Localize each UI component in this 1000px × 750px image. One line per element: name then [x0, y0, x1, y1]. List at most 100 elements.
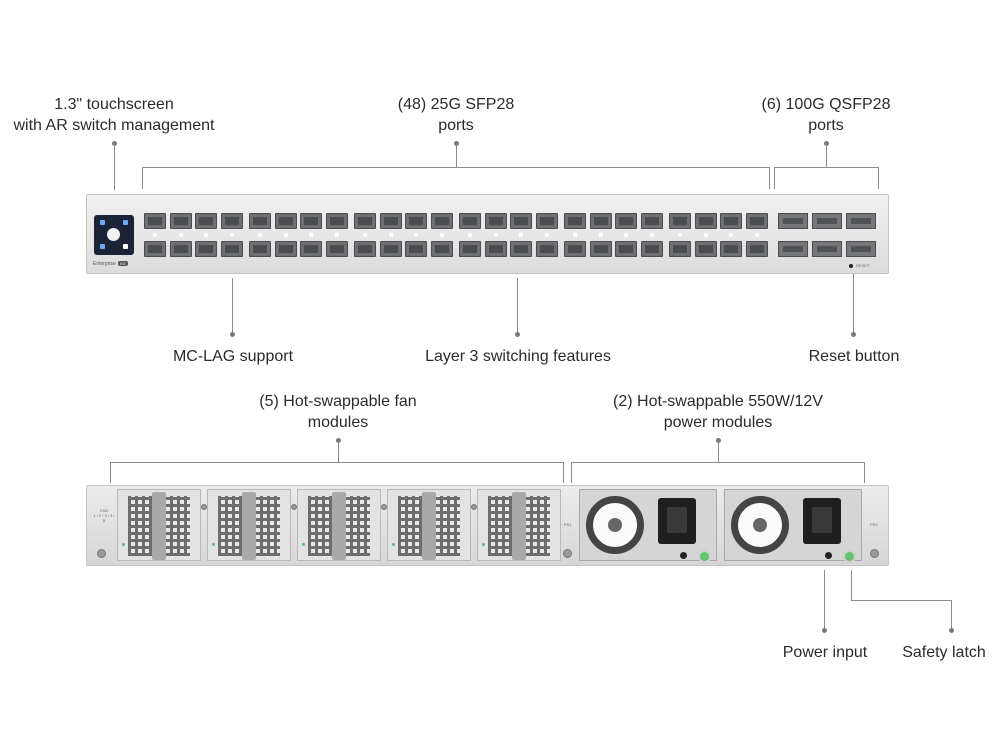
sfp28-port[interactable] [459, 241, 481, 257]
sfp28-port[interactable] [220, 213, 243, 229]
power-module-1[interactable] [579, 489, 717, 563]
qsfp28-port[interactable] [846, 213, 876, 229]
power-module-2[interactable] [724, 489, 862, 563]
sfp28-port[interactable] [195, 213, 217, 229]
sfp28-port[interactable] [459, 213, 481, 229]
sfp28-port[interactable] [589, 241, 612, 257]
sfp28-port[interactable] [274, 213, 297, 229]
sfp28-port[interactable] [379, 213, 402, 229]
sfp28-port[interactable] [379, 241, 402, 257]
sfp28-port[interactable] [694, 241, 717, 257]
sfp28-port[interactable] [615, 241, 637, 257]
port-led [414, 233, 418, 237]
leader-dot [336, 438, 341, 443]
fan-handle[interactable] [512, 492, 526, 560]
sfp28-port[interactable] [144, 241, 166, 257]
sfp28-port[interactable] [405, 213, 427, 229]
power-input-socket[interactable] [658, 498, 696, 544]
sfp28-port[interactable] [195, 241, 217, 257]
leader-line [456, 144, 457, 168]
sfp28-port[interactable] [249, 213, 271, 229]
sfp28-port[interactable] [694, 213, 717, 229]
bracket-line [110, 462, 564, 463]
port-led [258, 233, 262, 237]
port-led [544, 233, 549, 237]
port-led [283, 233, 288, 237]
sfp28-port[interactable] [615, 213, 637, 229]
sfp28-port[interactable] [510, 213, 532, 229]
fan-handle[interactable] [242, 492, 256, 560]
sfp28-port[interactable] [169, 241, 192, 257]
fan-status-led [122, 543, 125, 546]
sfp28-port[interactable] [325, 213, 348, 229]
sfp28-port[interactable] [535, 241, 558, 257]
fan-module[interactable] [297, 489, 381, 561]
sfp28-port[interactable] [564, 213, 586, 229]
touchscreen[interactable] [94, 215, 134, 255]
port-led [204, 233, 208, 237]
home-icon [100, 220, 105, 225]
sfp28-port[interactable] [640, 213, 663, 229]
sfp28-port[interactable] [220, 241, 243, 257]
sfp28-port[interactable] [669, 241, 691, 257]
sfp28-port[interactable] [745, 241, 768, 257]
sfp28-port[interactable] [720, 241, 742, 257]
fan-handle[interactable] [152, 492, 166, 560]
reset-button[interactable] [849, 264, 853, 268]
port-led [624, 233, 628, 237]
sfp28-port[interactable] [430, 213, 453, 229]
fan-handle[interactable] [332, 492, 346, 560]
sfp28-port[interactable] [325, 241, 348, 257]
settings-icon [123, 220, 128, 225]
qsfp28-port[interactable] [778, 241, 808, 257]
sfp28-port[interactable] [535, 213, 558, 229]
leader-line [951, 600, 952, 630]
fan-module[interactable] [387, 489, 471, 561]
sfp28-port[interactable] [144, 213, 166, 229]
bracket-line [571, 462, 865, 463]
port-led [649, 233, 654, 237]
bracket-line [571, 462, 572, 483]
safety-latch[interactable] [698, 550, 711, 563]
leader-line [851, 600, 952, 601]
sfp28-port[interactable] [484, 213, 507, 229]
sfp28-port[interactable] [564, 241, 586, 257]
sfp28-port[interactable] [430, 241, 453, 257]
qsfp28-port[interactable] [846, 241, 876, 257]
sfp28-port[interactable] [169, 213, 192, 229]
qsfp28-port[interactable] [812, 241, 842, 257]
sfp28-port[interactable] [669, 213, 691, 229]
psu2-text: PS2 [870, 522, 878, 527]
fan-module[interactable] [207, 489, 291, 561]
sfp28-port[interactable] [510, 241, 532, 257]
fan-screw [291, 504, 297, 510]
port-led [678, 233, 682, 237]
sfp28-port[interactable] [354, 241, 376, 257]
sfp28-port[interactable] [300, 213, 322, 229]
bracket-line [878, 167, 879, 189]
sfp28-port[interactable] [354, 213, 376, 229]
fan-handle[interactable] [422, 492, 436, 560]
sfp28-port[interactable] [274, 241, 297, 257]
safety-latch[interactable] [843, 550, 856, 563]
sfp28-port[interactable] [720, 213, 742, 229]
reset-text: RESET [856, 263, 870, 268]
fan-module[interactable] [117, 489, 201, 561]
qsfp28-port[interactable] [812, 213, 842, 229]
sfp28-port[interactable] [745, 213, 768, 229]
sfp28-port[interactable] [249, 241, 271, 257]
qsfp28-port[interactable] [778, 213, 808, 229]
bracket-line [769, 167, 770, 189]
leader-dot [515, 332, 520, 337]
fan-module[interactable] [477, 489, 561, 561]
sfp28-port[interactable] [405, 241, 427, 257]
leader-line [338, 441, 339, 463]
sfp28-port[interactable] [589, 213, 612, 229]
port-led [363, 233, 367, 237]
port-led [229, 233, 234, 237]
sfp28-port[interactable] [484, 241, 507, 257]
sfp28-port[interactable] [640, 241, 663, 257]
port-led [754, 233, 759, 237]
power-input-socket[interactable] [803, 498, 841, 544]
sfp28-port[interactable] [300, 241, 322, 257]
